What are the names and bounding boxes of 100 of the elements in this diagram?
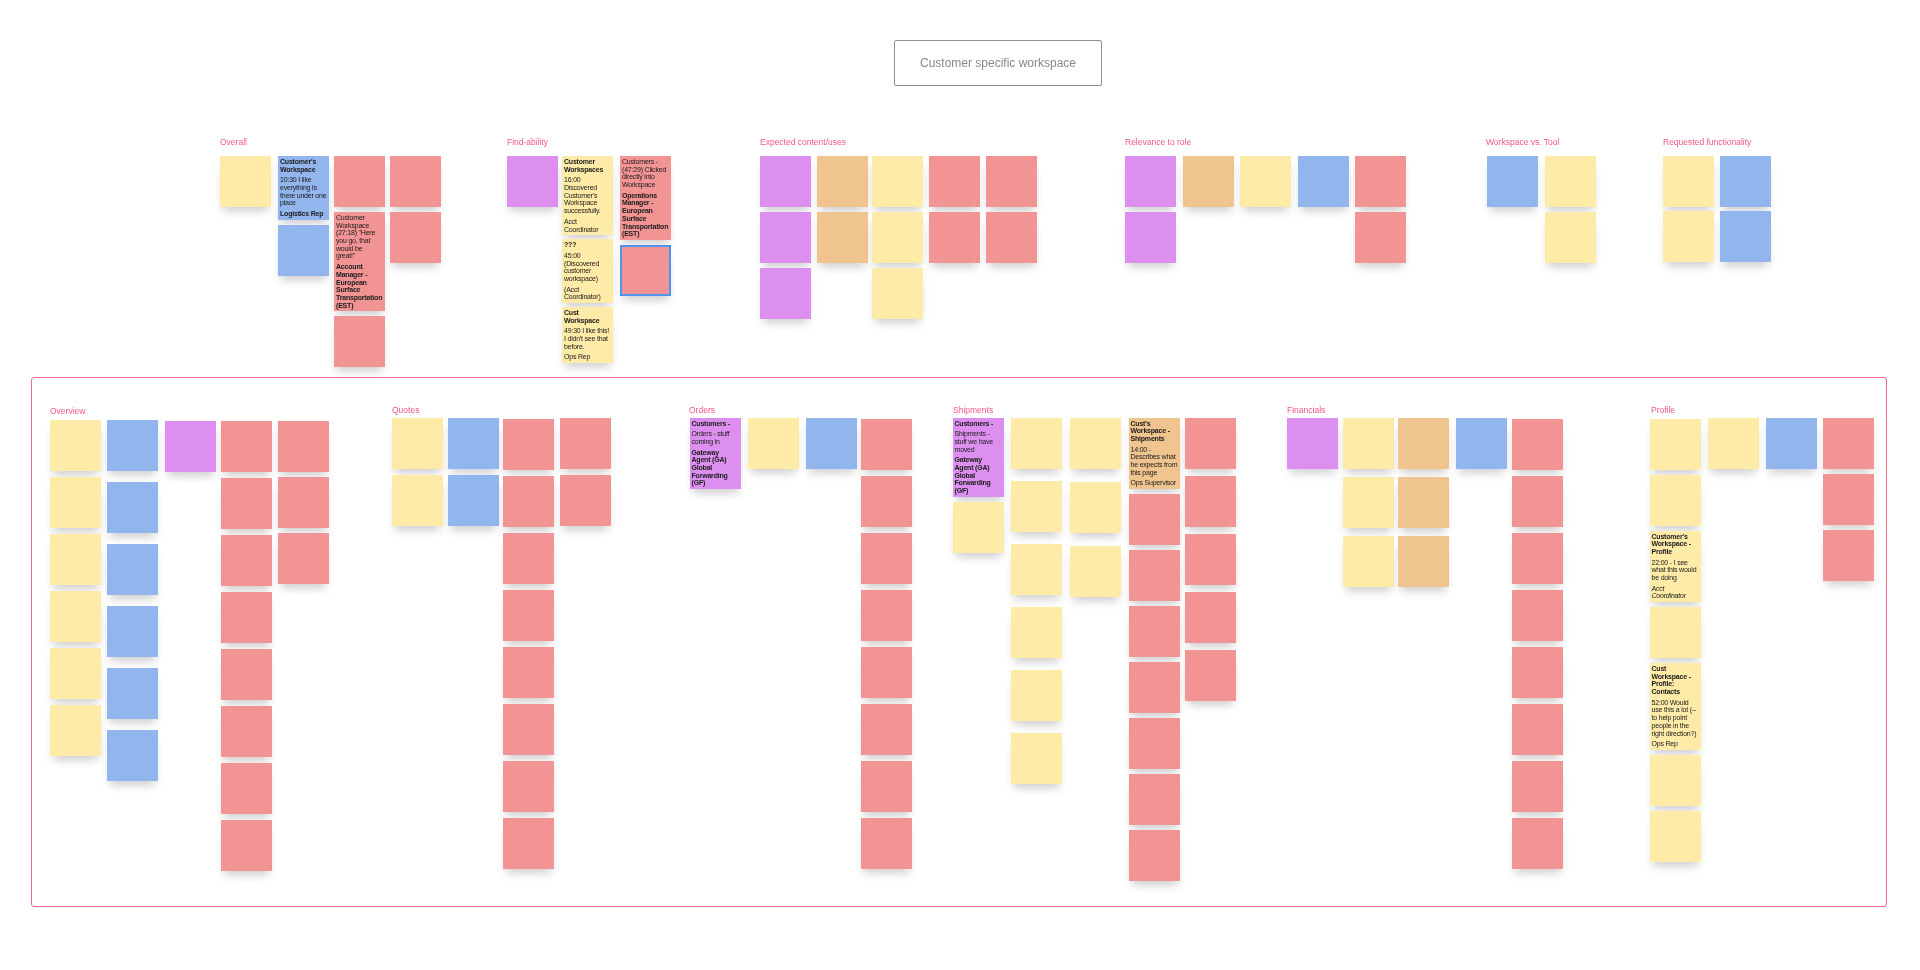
sticky-note xyxy=(1298,156,1349,207)
sticky-note xyxy=(391,417,443,469)
sticky-note xyxy=(334,156,385,207)
sticky-note xyxy=(277,532,329,584)
sticky-note xyxy=(277,420,329,472)
sticky-note xyxy=(860,418,912,470)
sticky-note xyxy=(49,704,101,756)
sticky-note xyxy=(220,705,272,757)
sticky-note xyxy=(502,703,554,755)
sticky-note xyxy=(860,703,912,755)
sticky-note xyxy=(106,481,158,533)
sticky-note xyxy=(1010,543,1062,595)
sticky-note xyxy=(620,156,671,240)
sticky-note xyxy=(872,268,923,319)
sticky-note xyxy=(817,156,868,207)
sticky-note xyxy=(1511,703,1563,755)
sticky-note xyxy=(220,534,272,586)
section-heading: Shipments xyxy=(953,406,994,415)
sticky-note xyxy=(278,156,329,220)
sticky-note xyxy=(860,817,912,869)
sticky-note xyxy=(562,239,613,303)
sticky-note xyxy=(562,156,613,236)
sticky-note xyxy=(860,532,912,584)
sticky-note xyxy=(1707,417,1759,469)
board-title: Customer specific workspace xyxy=(894,40,1102,86)
section-frame xyxy=(31,377,1887,907)
sticky-note xyxy=(872,156,923,207)
sticky-note xyxy=(1649,474,1701,526)
sticky-note xyxy=(760,268,811,319)
sticky-note xyxy=(334,212,385,312)
sticky-note xyxy=(1649,754,1701,806)
sticky-note xyxy=(1545,156,1596,207)
sticky-note xyxy=(502,589,554,641)
sticky-note xyxy=(1720,156,1771,207)
sticky-note xyxy=(1649,607,1701,658)
section-heading: Overall xyxy=(220,138,247,147)
sticky-note xyxy=(1822,473,1874,525)
sticky-note xyxy=(1125,156,1176,207)
sticky-note xyxy=(49,533,101,585)
sticky-note xyxy=(1010,732,1062,784)
sticky-note xyxy=(1128,606,1180,657)
section-heading: Financials xyxy=(1287,406,1326,415)
sticky-note xyxy=(106,419,158,471)
sticky-note xyxy=(1545,212,1596,263)
sticky-note xyxy=(1397,535,1449,587)
sticky-note xyxy=(760,212,811,263)
sticky-note xyxy=(620,244,671,296)
sticky-note xyxy=(220,819,272,871)
sticky-note xyxy=(1649,530,1701,602)
sticky-note xyxy=(1010,669,1062,721)
sticky-note xyxy=(502,817,554,869)
sticky-note xyxy=(1397,476,1449,528)
sticky-note xyxy=(1342,417,1394,469)
sticky-note xyxy=(1511,532,1563,584)
sticky-note xyxy=(164,420,216,472)
sticky-note xyxy=(1511,760,1563,812)
sticky-note xyxy=(559,474,611,526)
sticky-note xyxy=(1822,529,1874,581)
sticky-note xyxy=(1649,810,1701,862)
sticky-note xyxy=(106,729,158,781)
sticky-note xyxy=(860,646,912,698)
sticky-note xyxy=(1184,649,1236,701)
sticky-note xyxy=(760,156,811,207)
sticky-note xyxy=(689,417,741,489)
sticky-note xyxy=(220,156,271,207)
sticky-note xyxy=(1128,830,1180,881)
section-heading: Find-ability xyxy=(507,138,549,147)
sticky-note xyxy=(1240,156,1291,207)
sticky-note xyxy=(929,156,980,207)
sticky-note xyxy=(49,419,101,471)
sticky-note xyxy=(220,591,272,643)
sticky-note xyxy=(1355,156,1406,207)
sticky-note xyxy=(49,476,101,528)
sticky-note xyxy=(1069,417,1121,469)
sticky-note xyxy=(860,760,912,812)
sticky-note xyxy=(1355,212,1406,263)
sticky-note xyxy=(220,648,272,700)
sticky-note xyxy=(1128,494,1180,545)
sticky-note xyxy=(747,417,799,469)
sticky-note xyxy=(986,212,1037,263)
sticky-note xyxy=(1128,774,1180,825)
sticky-note xyxy=(1511,475,1563,527)
sticky-note xyxy=(1184,475,1236,527)
sticky-note xyxy=(447,474,499,526)
sticky-note xyxy=(1342,476,1394,528)
sticky-note xyxy=(502,532,554,584)
sticky-note xyxy=(106,605,158,657)
sticky-note xyxy=(1128,662,1180,713)
sticky-note xyxy=(1455,417,1507,469)
sticky-note xyxy=(390,156,441,207)
sticky-note xyxy=(220,477,272,529)
sticky-note xyxy=(106,667,158,719)
sticky-note xyxy=(1183,156,1234,207)
sticky-note xyxy=(502,646,554,698)
sticky-note xyxy=(1663,156,1714,207)
section-heading: Relevance to role xyxy=(1125,138,1192,147)
sticky-note xyxy=(1511,817,1563,869)
sticky-note xyxy=(1663,211,1714,262)
sticky-note xyxy=(502,760,554,812)
sticky-note xyxy=(220,420,272,472)
